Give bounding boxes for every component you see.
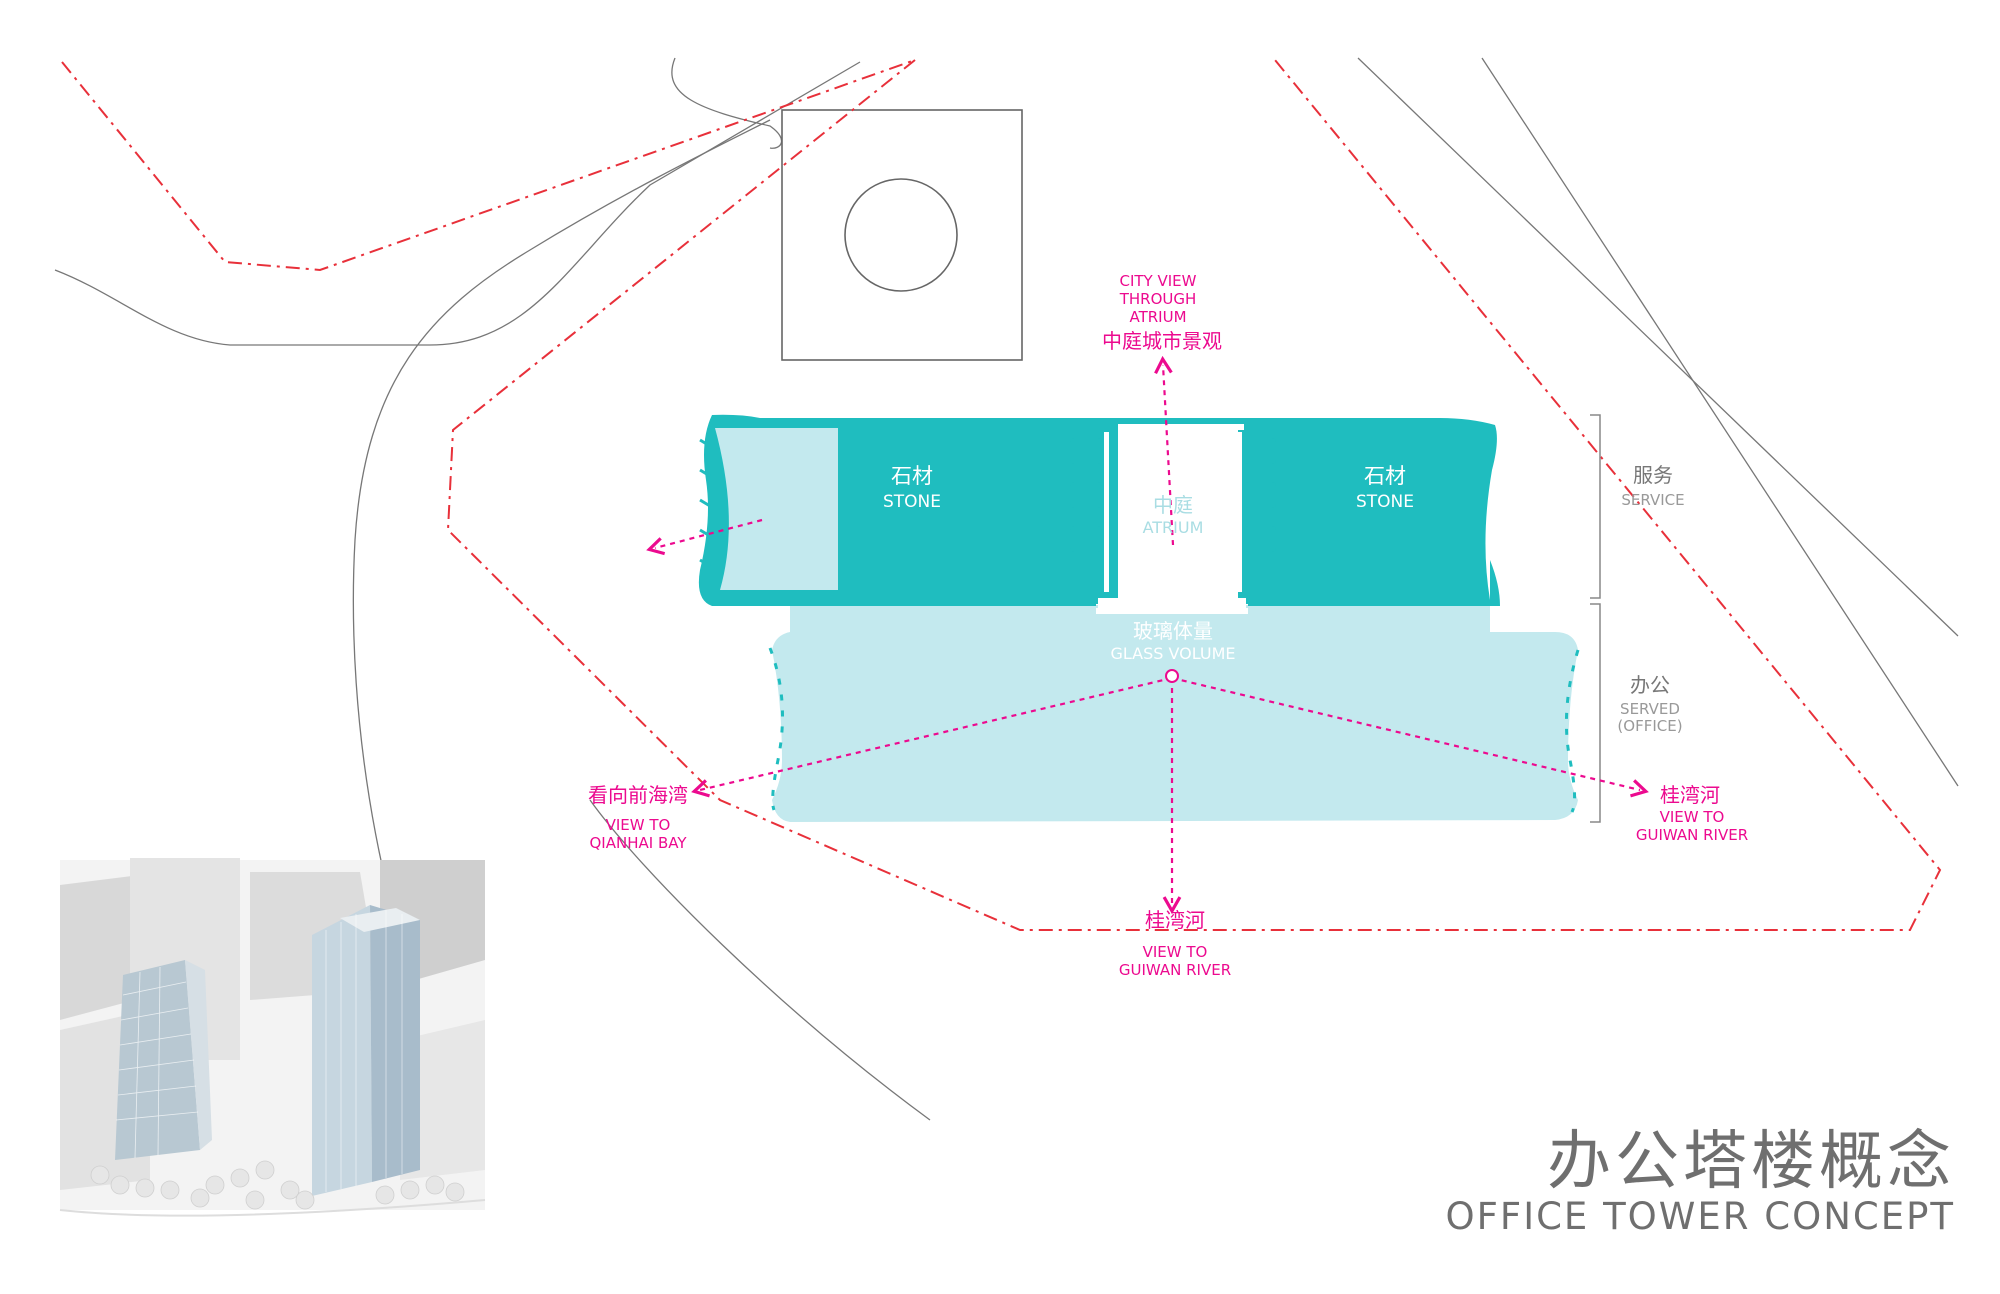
guiwan-bottom-cn: 桂湾河 (1145, 908, 1205, 932)
title-cn: 办公塔楼概念 (1547, 1125, 1955, 1199)
context-square-building (781, 109, 1023, 361)
service-en: SERVICE (1621, 491, 1684, 509)
office-en-1: SERVED (1620, 700, 1680, 718)
stone-right-cn: 石材 (1364, 464, 1406, 488)
atrium-en: ATRIUM (1143, 518, 1204, 537)
guiwan-right-en-1: VIEW TO (1660, 808, 1725, 826)
glass-volume (768, 605, 1580, 822)
glass-en: GLASS VOLUME (1110, 644, 1235, 663)
atrium-cn: 中庭 (1153, 493, 1193, 517)
city-view-en-2: THROUGH (1119, 290, 1197, 308)
city-view-en-1: CITY VIEW (1120, 272, 1197, 290)
city-view-en-3: ATRIUM (1129, 308, 1186, 326)
qianhai-en-2: QIANHAI BAY (590, 834, 688, 852)
office-en-2: (OFFICE) (1617, 717, 1682, 735)
guiwan-bottom-en-2: GUIWAN RIVER (1119, 961, 1231, 979)
brackets (1590, 414, 1601, 823)
facade-fins-left (699, 438, 711, 568)
guiwan-right-en-2: GUIWAN RIVER (1636, 826, 1748, 844)
atrium (1070, 418, 1276, 614)
view-arrows (646, 355, 1649, 915)
title-en: OFFICE TOWER CONCEPT (1445, 1195, 1955, 1238)
city-view-cn: 中庭城市景观 (1102, 329, 1222, 353)
service-cn: 服务 (1633, 463, 1673, 487)
view-origin-point (1165, 669, 1179, 683)
atrium-slot (1098, 598, 1246, 608)
stone-right-en: STONE (1356, 492, 1414, 512)
qianhai-cn: 看向前海湾 (588, 783, 688, 807)
site-boundary (61, 59, 1942, 931)
qianhai-en-1: VIEW TO (606, 816, 671, 834)
guiwan-right-cn: 桂湾河 (1660, 783, 1720, 807)
guiwan-bottom-en-1: VIEW TO (1143, 943, 1208, 961)
glass-cn: 玻璃体量 (1133, 619, 1213, 643)
stone-left-cn: 石材 (891, 464, 933, 488)
office-cn: 办公 (1630, 673, 1670, 697)
stone-left-en: STONE (883, 492, 941, 512)
tower-rendering (59, 858, 486, 1217)
